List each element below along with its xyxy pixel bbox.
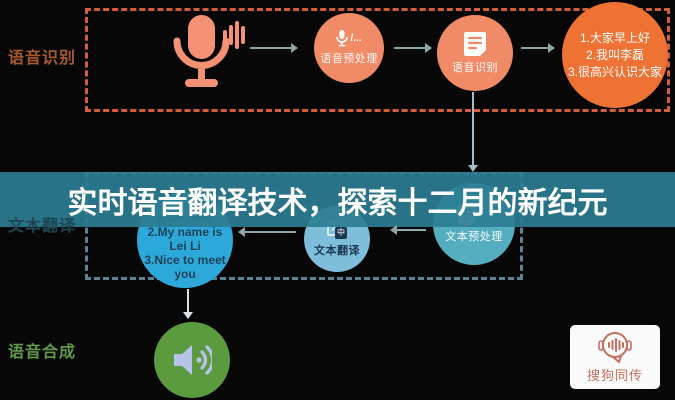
result-line: 3.很高兴认识大家	[567, 64, 662, 79]
result-line: 1.大家早上好	[579, 30, 650, 45]
title-banner: 实时语音翻译技术，探索十二月的新纪元	[0, 172, 675, 227]
sogou-logo-card: 搜狗同传	[570, 325, 660, 389]
sogou-logo-text: 搜狗同传	[586, 368, 643, 383]
node-label: 语音预处理	[320, 53, 378, 65]
node-label: 语音识别	[452, 61, 498, 74]
mic-glyph-icon	[336, 30, 349, 47]
microphone-icon	[173, 15, 245, 87]
document-icon	[464, 31, 486, 56]
label-speech-synthesis: 语音合成	[8, 344, 77, 361]
result-line: Lei Li	[169, 239, 201, 253]
speech-recognition-box	[85, 8, 670, 112]
result-line: 2.我叫李磊	[585, 47, 644, 62]
sogou-logo-icon	[598, 332, 632, 363]
page-title: 实时语音翻译技术，探索十二月的新纪元	[67, 186, 608, 220]
result-line: 2.My name is	[147, 225, 223, 239]
speaker-icon	[174, 345, 212, 375]
node-label: 文本预处理	[445, 230, 503, 243]
arrow-recognize-to-text-preprocess	[468, 92, 478, 172]
arrow-preprocess-to-recognize	[394, 43, 432, 53]
arrow-recognize-to-result	[521, 43, 555, 53]
arrow-mic-to-preprocess	[250, 43, 298, 53]
arrow-text-preprocess-to-translate	[390, 225, 426, 235]
translate-icon-chinese: 中	[335, 226, 347, 239]
label-text-translation: 文本翻译	[8, 218, 77, 235]
result-line: you	[174, 267, 196, 281]
arrow-result-to-speaker	[183, 289, 193, 319]
node-speech-recognize: 语音识别	[437, 15, 513, 91]
result-line: 3.Nice to meet	[144, 253, 226, 267]
preprocess-suffix: /...	[350, 33, 362, 44]
node-speech-preprocess: /... 语音预处理	[314, 13, 384, 83]
label-speech-recognition: 语音识别	[8, 50, 77, 67]
node-label: 文本翻译	[314, 244, 360, 257]
arrow-translate-to-result	[238, 227, 296, 237]
node-speech-synthesis	[154, 322, 230, 398]
node-chinese-result: 1.大家早上好 2.我叫李磊 3.很高兴认识大家	[562, 2, 668, 108]
